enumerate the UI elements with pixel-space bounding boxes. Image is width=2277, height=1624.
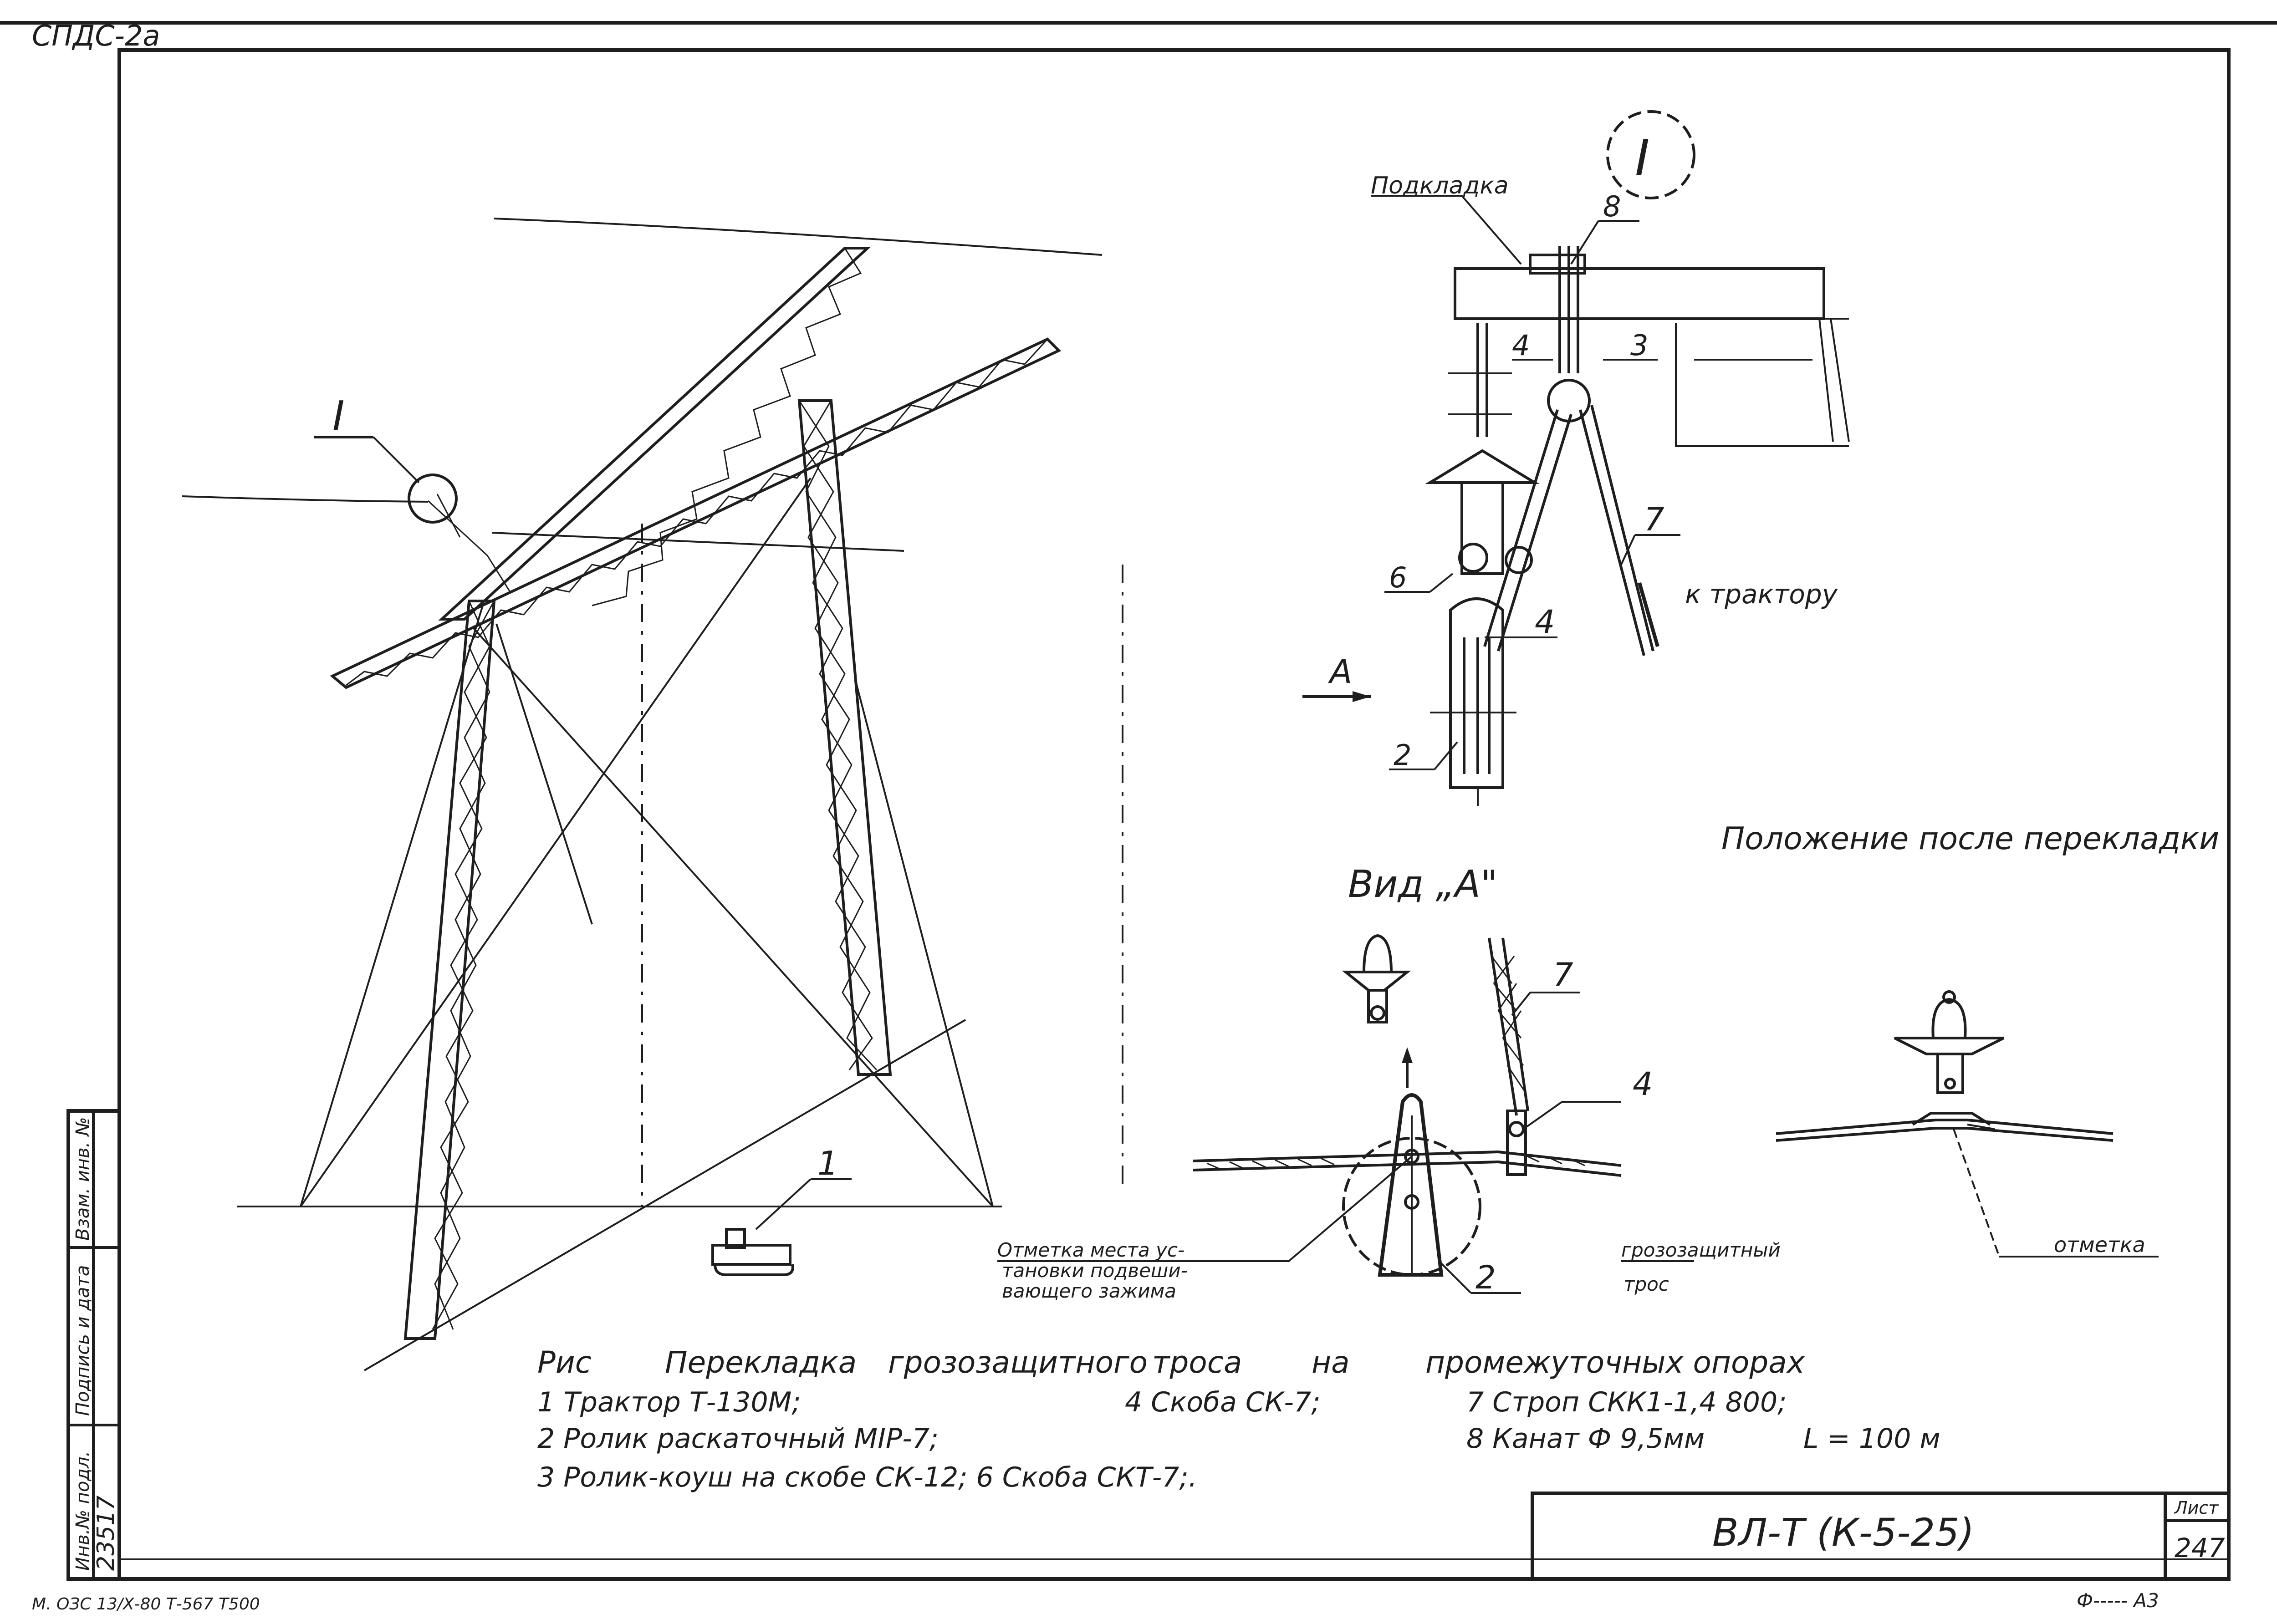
caption-ris: Рис — [537, 1345, 592, 1380]
cable-label-line-2: трос — [1624, 1273, 1669, 1295]
view-A — [997, 934, 1694, 1294]
detail-label-2: 2 — [1394, 738, 1411, 772]
tractor-symbol — [711, 1178, 852, 1276]
detail-I — [1302, 110, 1850, 806]
transmission-tower — [182, 218, 1103, 1371]
view-A-label-7: 7 — [1553, 956, 1573, 993]
lining-label: Подкладка — [1371, 172, 1509, 199]
mark-note-line-2: тановки подвеши- — [1002, 1259, 1188, 1282]
detail-label-4-mid: 4 — [1535, 603, 1555, 641]
mark-note-line-3: вающего зажима — [1002, 1280, 1176, 1302]
detail-label-7: 7 — [1644, 501, 1664, 538]
callout-I-tower: I — [332, 392, 345, 440]
drawing-code: ВЛ-Т (К-5-25) — [1712, 1510, 1974, 1555]
caption-item-8: 8 Канат Ф 9,5мм — [1466, 1423, 1705, 1455]
caption-item-1: 1 Трактор Т-130М; — [537, 1386, 801, 1418]
after-shift-title: Положение после перекладки — [1721, 821, 2219, 857]
mark-note-line-1: Отметка места ус- — [997, 1239, 1184, 1261]
sheet-label: Лист — [2174, 1498, 2219, 1518]
caption-item-7: 7 Строп СКК1-1,4 800; — [1466, 1386, 1787, 1418]
view-A-label-4: 4 — [1633, 1065, 1653, 1103]
caption-word-4: троса — [1152, 1345, 1242, 1380]
caption-word-6: промежуточных опорах — [1425, 1345, 1805, 1380]
vzam-inv-label: Взам. инв. № — [72, 1117, 93, 1241]
caption-item-4: 4 Скоба СК-7; — [1125, 1386, 1320, 1418]
detail-label-6: 6 — [1389, 561, 1407, 594]
sheet-frame — [0, 21, 2277, 1581]
view-A-label-2: 2 — [1475, 1259, 1496, 1296]
figure-caption: Рис Перекладка грозозащитного троса на п… — [537, 1345, 1940, 1493]
detail-label-4-top: 4 — [1512, 329, 1530, 362]
caption-word-5: на — [1312, 1345, 1350, 1380]
after-shift-view — [1776, 990, 2159, 1257]
cable-label-line-1: грозозащитный — [1621, 1239, 1781, 1261]
inv-podl-label: Инв.№ подл. — [72, 1451, 93, 1571]
side-stamp: Инв.№ подл. 23517 Подпись и дата Взам. и… — [72, 1117, 120, 1571]
caption-item-L: L = 100 м — [1803, 1423, 1940, 1455]
format-label: Ф----- А3 — [2077, 1589, 2159, 1612]
sign-date-label: Подпись и дата — [72, 1265, 93, 1416]
series-code: СПДС-2а — [32, 19, 160, 52]
caption-item-2: 2 Ролик раскаточный МIР-7; — [537, 1423, 939, 1455]
sheet-number: 247 — [2175, 1532, 2225, 1563]
footer-left-note: М. ОЗС 13/Х-80 Т-567 Т500 — [32, 1595, 260, 1614]
view-A-title: Вид „А" — [1348, 863, 1498, 906]
callout-I-detail: I — [1635, 129, 1649, 187]
stamp-number: 23517 — [92, 1496, 120, 1571]
caption-item-3-6: 3 Ролик-коуш на скобе СК-12; 6 Скоба СКТ… — [537, 1461, 1197, 1493]
caption-word-2: Перекладка — [665, 1345, 857, 1380]
detail-label-3: 3 — [1630, 329, 1648, 362]
after-shift-mark-label: отметка — [2054, 1232, 2145, 1257]
caption-word-3: грозозащитного — [888, 1345, 1148, 1380]
tractor-label: 1 — [817, 1144, 838, 1182]
to-tractor-label: к трактору — [1685, 579, 1838, 610]
detail-label-8: 8 — [1603, 190, 1621, 223]
view-arrow-A: А — [1328, 652, 1352, 691]
